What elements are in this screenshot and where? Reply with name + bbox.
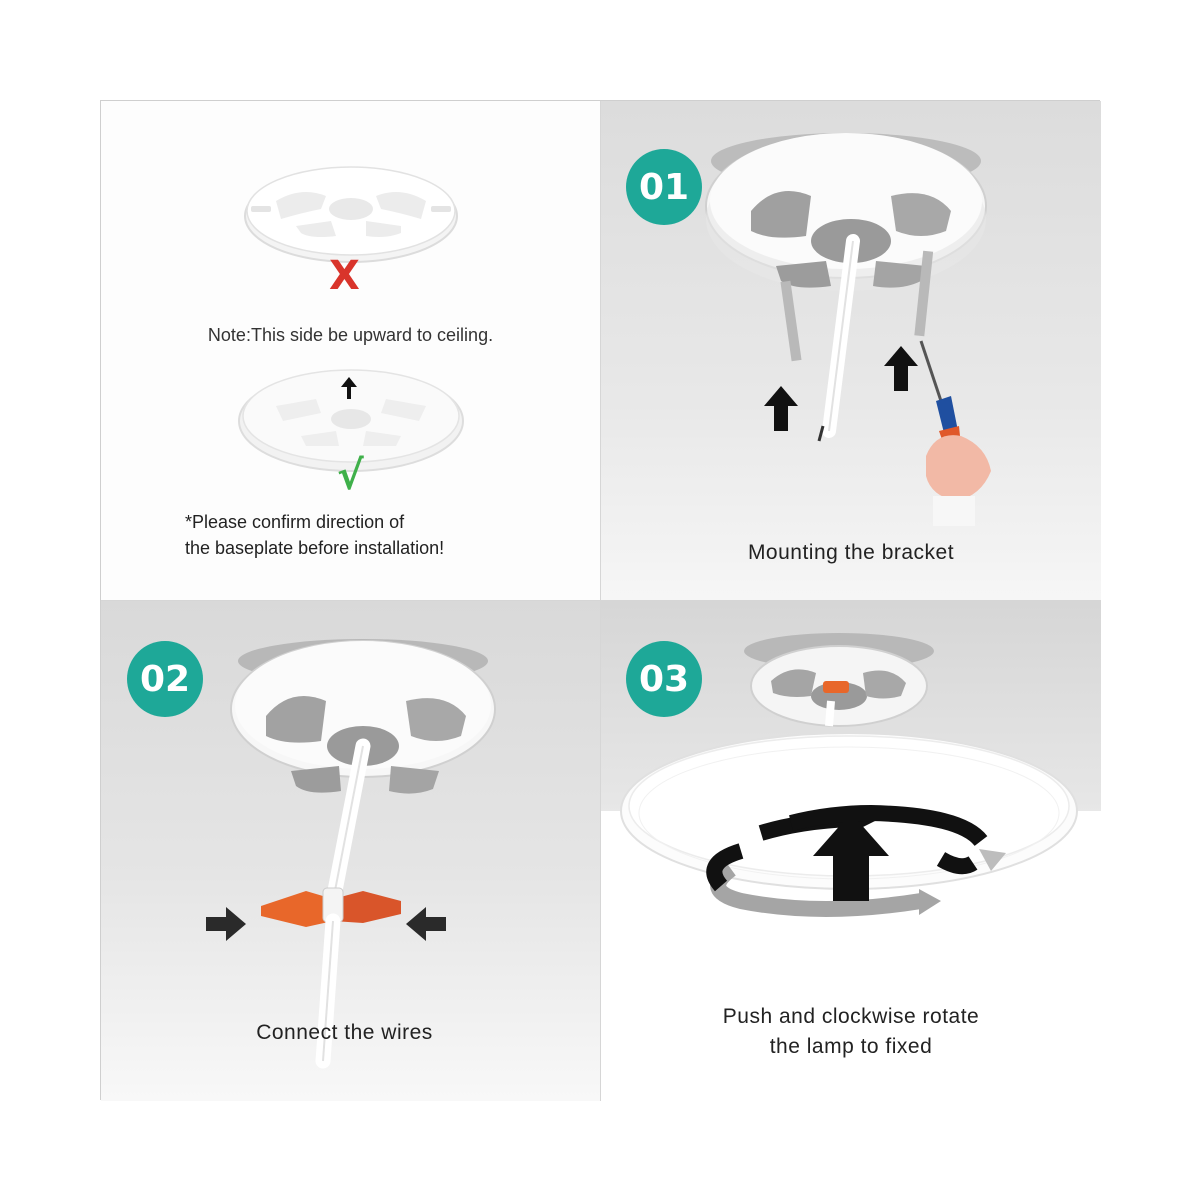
up-arrow-right-icon: [884, 346, 918, 391]
warning-line-2: the baseplate before installation!: [185, 538, 445, 558]
rotate-arrow-right-icon: [979, 849, 1006, 871]
right-arrow-icon: [206, 907, 246, 941]
mounting-bracket-illustration: [705, 133, 991, 526]
step-03-caption-line-1: Push and clockwise rotate: [722, 1005, 980, 1028]
up-arrow-left-icon: [764, 386, 798, 431]
step-01-caption: Mounting the bracket: [747, 541, 955, 564]
connect-wires-illustration: [206, 639, 496, 1069]
rotate-lamp-illustration: [620, 633, 1078, 917]
push-up-arrow-icon: [813, 813, 889, 901]
correct-mark-icon: √: [337, 453, 364, 499]
baseplate-wrong-side-illustration: [238, 166, 464, 472]
step-03-panel: 03 Push and clockwise rotate the lamp to…: [601, 601, 1101, 1101]
installation-guide-grid: X Note:This side be upward to ceiling. √…: [100, 100, 1101, 1101]
rotate-arrow-bottom-icon: [919, 889, 941, 915]
warning-line-1: *Please confirm direction of: [185, 512, 405, 532]
step-02-caption: Connect the wires: [256, 1021, 433, 1044]
step-03-badge: 03: [626, 641, 702, 717]
step-03-caption-line-2: the lamp to fixed: [769, 1035, 933, 1058]
note-line: Note:This side be upward to ceiling.: [207, 325, 494, 345]
wrong-mark-icon: X: [329, 253, 360, 299]
orientation-note-panel: X Note:This side be upward to ceiling. √…: [101, 101, 601, 601]
left-arrow-icon: [406, 907, 446, 941]
step-01-badge: 01: [626, 149, 702, 225]
step-02-panel: 02 Connect the wires: [101, 601, 601, 1101]
step-01-panel: 01 Mounting the bracket: [601, 101, 1101, 601]
step-02-badge: 02: [127, 641, 203, 717]
up-arrow-icon: [341, 377, 357, 399]
